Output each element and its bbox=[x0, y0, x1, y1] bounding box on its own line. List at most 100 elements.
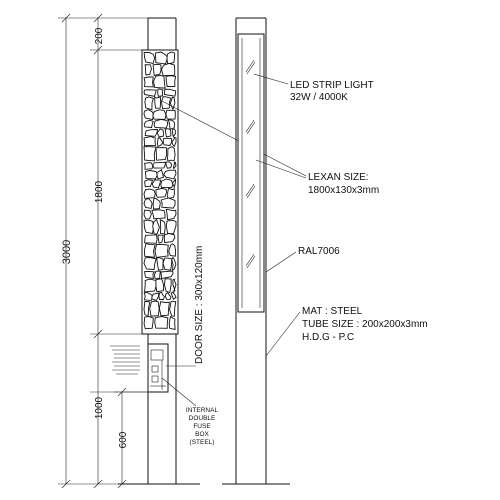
stone-cell bbox=[154, 96, 162, 109]
stone-cell bbox=[165, 208, 177, 221]
stone-cell bbox=[156, 168, 164, 180]
stone-cell bbox=[145, 170, 158, 180]
stone-cell bbox=[168, 315, 176, 330]
right-pole bbox=[235, 17, 267, 484]
stone-cell bbox=[159, 219, 166, 235]
lexan-leader-left bbox=[159, 99, 307, 177]
stone-cell bbox=[171, 177, 177, 189]
stone-cell bbox=[143, 257, 157, 270]
stone-cell bbox=[155, 278, 165, 293]
stone-cell bbox=[152, 63, 162, 77]
stone-cell bbox=[165, 161, 173, 169]
stone-cell bbox=[143, 136, 157, 147]
stone-cell bbox=[143, 315, 154, 330]
stone-cell bbox=[151, 292, 160, 302]
dimension-lines bbox=[58, 13, 150, 489]
stone-cell bbox=[171, 136, 177, 148]
led-leader bbox=[253, 73, 289, 85]
stone-cell bbox=[143, 197, 153, 209]
stone-cell bbox=[143, 301, 151, 316]
door-size-label: DOOR SIZE : 300x120mm bbox=[194, 246, 205, 364]
led-strip-marks bbox=[245, 59, 256, 269]
stone-cell bbox=[161, 62, 176, 77]
stone-cell bbox=[144, 64, 152, 76]
stone-cell bbox=[160, 178, 174, 189]
stone-cell bbox=[144, 96, 154, 111]
led-label-2: 32W / 4000K bbox=[290, 92, 348, 103]
stone-cell bbox=[155, 147, 168, 161]
stone-cell bbox=[164, 291, 172, 301]
stone-cell bbox=[144, 179, 153, 188]
stone-cell bbox=[143, 89, 157, 97]
stone-cell bbox=[162, 137, 173, 146]
stone-cell bbox=[152, 109, 167, 120]
stone-cell bbox=[143, 146, 157, 162]
stone-cell bbox=[153, 75, 166, 89]
stone-cell bbox=[154, 316, 169, 329]
lexan-leader-right bbox=[255, 159, 307, 179]
stone-cell bbox=[154, 270, 161, 279]
stone-cell bbox=[151, 179, 162, 189]
ral-leader bbox=[265, 251, 297, 273]
stone-cell bbox=[163, 232, 176, 244]
stone-cell bbox=[151, 209, 166, 220]
stone-cell bbox=[143, 51, 156, 65]
led-label-1: LED STRIP LIGHT bbox=[290, 80, 374, 91]
stone-cell bbox=[172, 161, 177, 170]
stone-cell bbox=[144, 242, 156, 258]
stone-cell bbox=[152, 197, 161, 210]
stone-cell bbox=[165, 109, 176, 120]
stone-cell bbox=[172, 128, 176, 137]
dim-base: 600 bbox=[118, 431, 129, 448]
decorative-panel bbox=[141, 49, 179, 335]
stone-cell bbox=[160, 270, 174, 280]
stone-cell bbox=[171, 256, 177, 272]
svg-text:DOUBLE: DOUBLE bbox=[189, 415, 216, 422]
stone-cell bbox=[165, 75, 177, 87]
stone-cell bbox=[152, 161, 167, 169]
stone-cell bbox=[143, 209, 152, 220]
stone-cell bbox=[157, 88, 164, 97]
lexan-label-2: 1800x130x3mm bbox=[308, 185, 379, 196]
door-box bbox=[147, 343, 169, 393]
stone-cell bbox=[165, 219, 177, 235]
svg-text:FUSE: FUSE bbox=[193, 423, 211, 430]
stone-cell bbox=[143, 219, 155, 235]
stone-cell bbox=[163, 88, 177, 97]
stone-cell bbox=[167, 119, 176, 130]
stone-cell bbox=[157, 137, 164, 148]
tiny-note bbox=[110, 345, 140, 375]
stone-cell bbox=[158, 301, 170, 317]
mat-leader bbox=[265, 311, 301, 357]
stone-cell bbox=[144, 129, 159, 137]
stone-cell bbox=[172, 278, 177, 293]
stone-cell bbox=[158, 292, 165, 300]
stone-cell bbox=[166, 51, 176, 65]
stone-cell bbox=[143, 119, 154, 128]
stone-cell bbox=[149, 300, 160, 317]
stone-cell bbox=[164, 278, 172, 294]
stone-cell bbox=[169, 96, 176, 111]
stone-cell bbox=[156, 128, 164, 138]
stone-cell bbox=[155, 187, 167, 198]
stone-cell bbox=[144, 270, 156, 280]
stone-cell bbox=[163, 169, 177, 180]
stone-cell bbox=[152, 218, 160, 235]
stone-cell bbox=[170, 291, 177, 300]
stone-cell bbox=[161, 96, 172, 110]
stone-cell bbox=[169, 301, 177, 317]
finish-label: H.D.G - P.C bbox=[302, 332, 354, 343]
stone-cell bbox=[168, 243, 176, 257]
stone-cell bbox=[164, 128, 172, 138]
stone-cell bbox=[144, 234, 158, 244]
tube-label: TUBE SIZE : 200x200x3mm bbox=[302, 319, 428, 330]
stone-cell bbox=[143, 188, 156, 199]
ral-label: RAL7006 bbox=[298, 246, 340, 257]
svg-text:(STEEL): (STEEL) bbox=[190, 439, 215, 446]
dim-lower: 1000 bbox=[94, 396, 105, 419]
svg-text:BOX: BOX bbox=[195, 431, 209, 438]
stone-cell bbox=[160, 197, 176, 209]
fuse-box-label: INTERNAL DOUBLE FUSE BOX (STEEL) bbox=[161, 377, 218, 446]
stone-cell bbox=[154, 243, 169, 258]
